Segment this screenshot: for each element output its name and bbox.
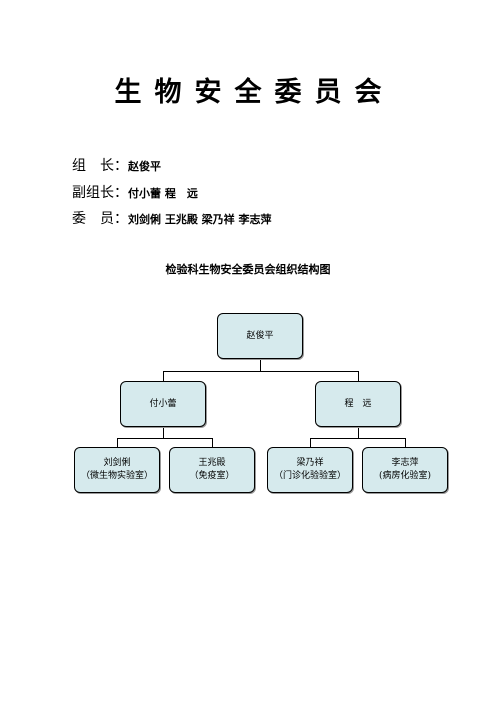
document-title: 生物安全委员会	[114, 77, 395, 108]
org-node-member-1-dept: （微生物实验室）	[80, 471, 153, 481]
deputy-leader-label: 副组长：	[72, 185, 128, 201]
org-node-deputy-1-name: 付小蕾	[149, 398, 177, 409]
connector-member2-up	[212, 438, 213, 447]
org-chart-title: 检验科生物安全委员会组织结构图	[165, 263, 331, 276]
members-line: 委 员：刘剑俐 王兆殿 梁乃祥 李志萍	[72, 208, 272, 228]
connector-deputy1-up	[163, 371, 164, 381]
connector-member4-up	[405, 438, 406, 447]
org-node-member-1-name: 刘剑俐	[103, 458, 131, 468]
org-node-member-1: 刘剑俐 （微生物实验室）	[74, 447, 160, 493]
org-node-root-name: 赵俊平	[246, 330, 274, 341]
connector-left-bar	[117, 438, 212, 439]
org-node-member-4-dept: (病房化验室)	[378, 471, 432, 481]
leader-line: 组 长：赵俊平	[72, 155, 161, 175]
connector-root-down	[260, 358, 261, 371]
connector-member1-up	[117, 438, 118, 447]
connector-right-bar	[310, 438, 405, 439]
org-node-deputy-2-name: 程 远	[344, 398, 372, 409]
org-node-member-4: 李志萍 (病房化验室)	[362, 447, 448, 493]
deputy-leader-line: 副组长：付小蕾 程 远	[72, 182, 198, 202]
org-node-deputy-1: 付小蕾	[120, 381, 206, 427]
org-node-member-2-dept: （免疫室）	[189, 471, 235, 481]
connector-deputy1-down	[163, 426, 164, 438]
members-label: 委 员：	[72, 211, 128, 227]
org-node-member-2-name: 王兆殿	[198, 458, 226, 468]
connector-deputy2-up	[358, 371, 359, 381]
org-node-member-3-name: 梁乃祥	[296, 458, 324, 468]
connector-deputies-bar	[163, 371, 358, 372]
org-node-member-4-name: 李志萍	[391, 458, 419, 468]
org-node-member-2: 王兆殿 （免疫室）	[169, 447, 255, 493]
org-node-member-3-dept: （门诊化验验室）	[273, 471, 346, 481]
leader-value: 赵俊平	[128, 160, 161, 173]
org-node-deputy-2: 程 远	[315, 381, 401, 427]
org-node-root: 赵俊平	[217, 313, 303, 359]
connector-deputy2-down	[358, 426, 359, 438]
org-node-member-3: 梁乃祥 （门诊化验验室）	[267, 447, 353, 493]
connector-member3-up	[310, 438, 311, 447]
leader-label: 组 长：	[72, 158, 128, 174]
members-value: 刘剑俐 王兆殿 梁乃祥 李志萍	[128, 213, 272, 226]
deputy-leader-value: 付小蕾 程 远	[128, 187, 198, 200]
